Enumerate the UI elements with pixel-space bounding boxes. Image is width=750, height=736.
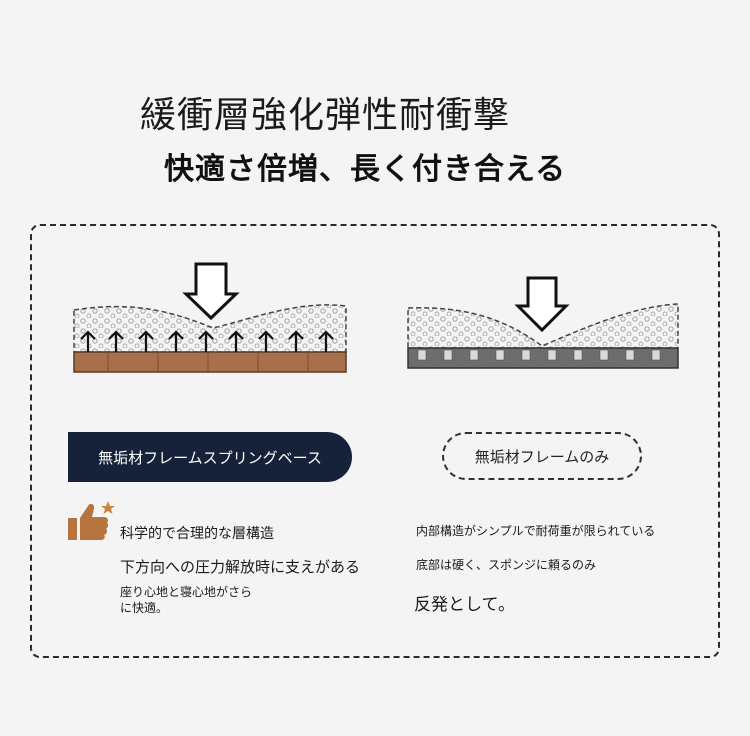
down-arrow-icon: [182, 262, 240, 321]
left-feature-3: 座り心地と寝心地がさらに快適。: [120, 585, 253, 615]
comparison-panel: [30, 224, 720, 658]
up-arrow-icon: [80, 330, 334, 352]
frame-only-label: 無垢材フレームのみ: [442, 432, 642, 480]
right-feature-3: 反発として。: [414, 595, 515, 615]
page-subtitle: 快適さ倍増、長く付き合える: [164, 152, 567, 187]
spring-base-label: 無垢材フレームスプリングベース: [68, 432, 352, 482]
right-feature-1: 内部構造がシンプルで耐荷重が限られている: [416, 524, 656, 538]
right-feature-2: 底部は硬く、スポンジに頼るのみ: [416, 558, 597, 572]
left-feature-1: 科学的で合理的な層構造: [120, 526, 274, 542]
thumbs-up-icon: [68, 501, 115, 540]
left-feature-2: 下方向への圧力解放時に支えがある: [120, 558, 361, 576]
frame-only-illustration: [407, 276, 679, 369]
page-title: 緩衝層強化弾性耐衝撃: [140, 95, 511, 136]
star-icon: [101, 501, 115, 514]
spring-base-illustration: [73, 262, 347, 373]
down-arrow-icon: [514, 276, 570, 333]
